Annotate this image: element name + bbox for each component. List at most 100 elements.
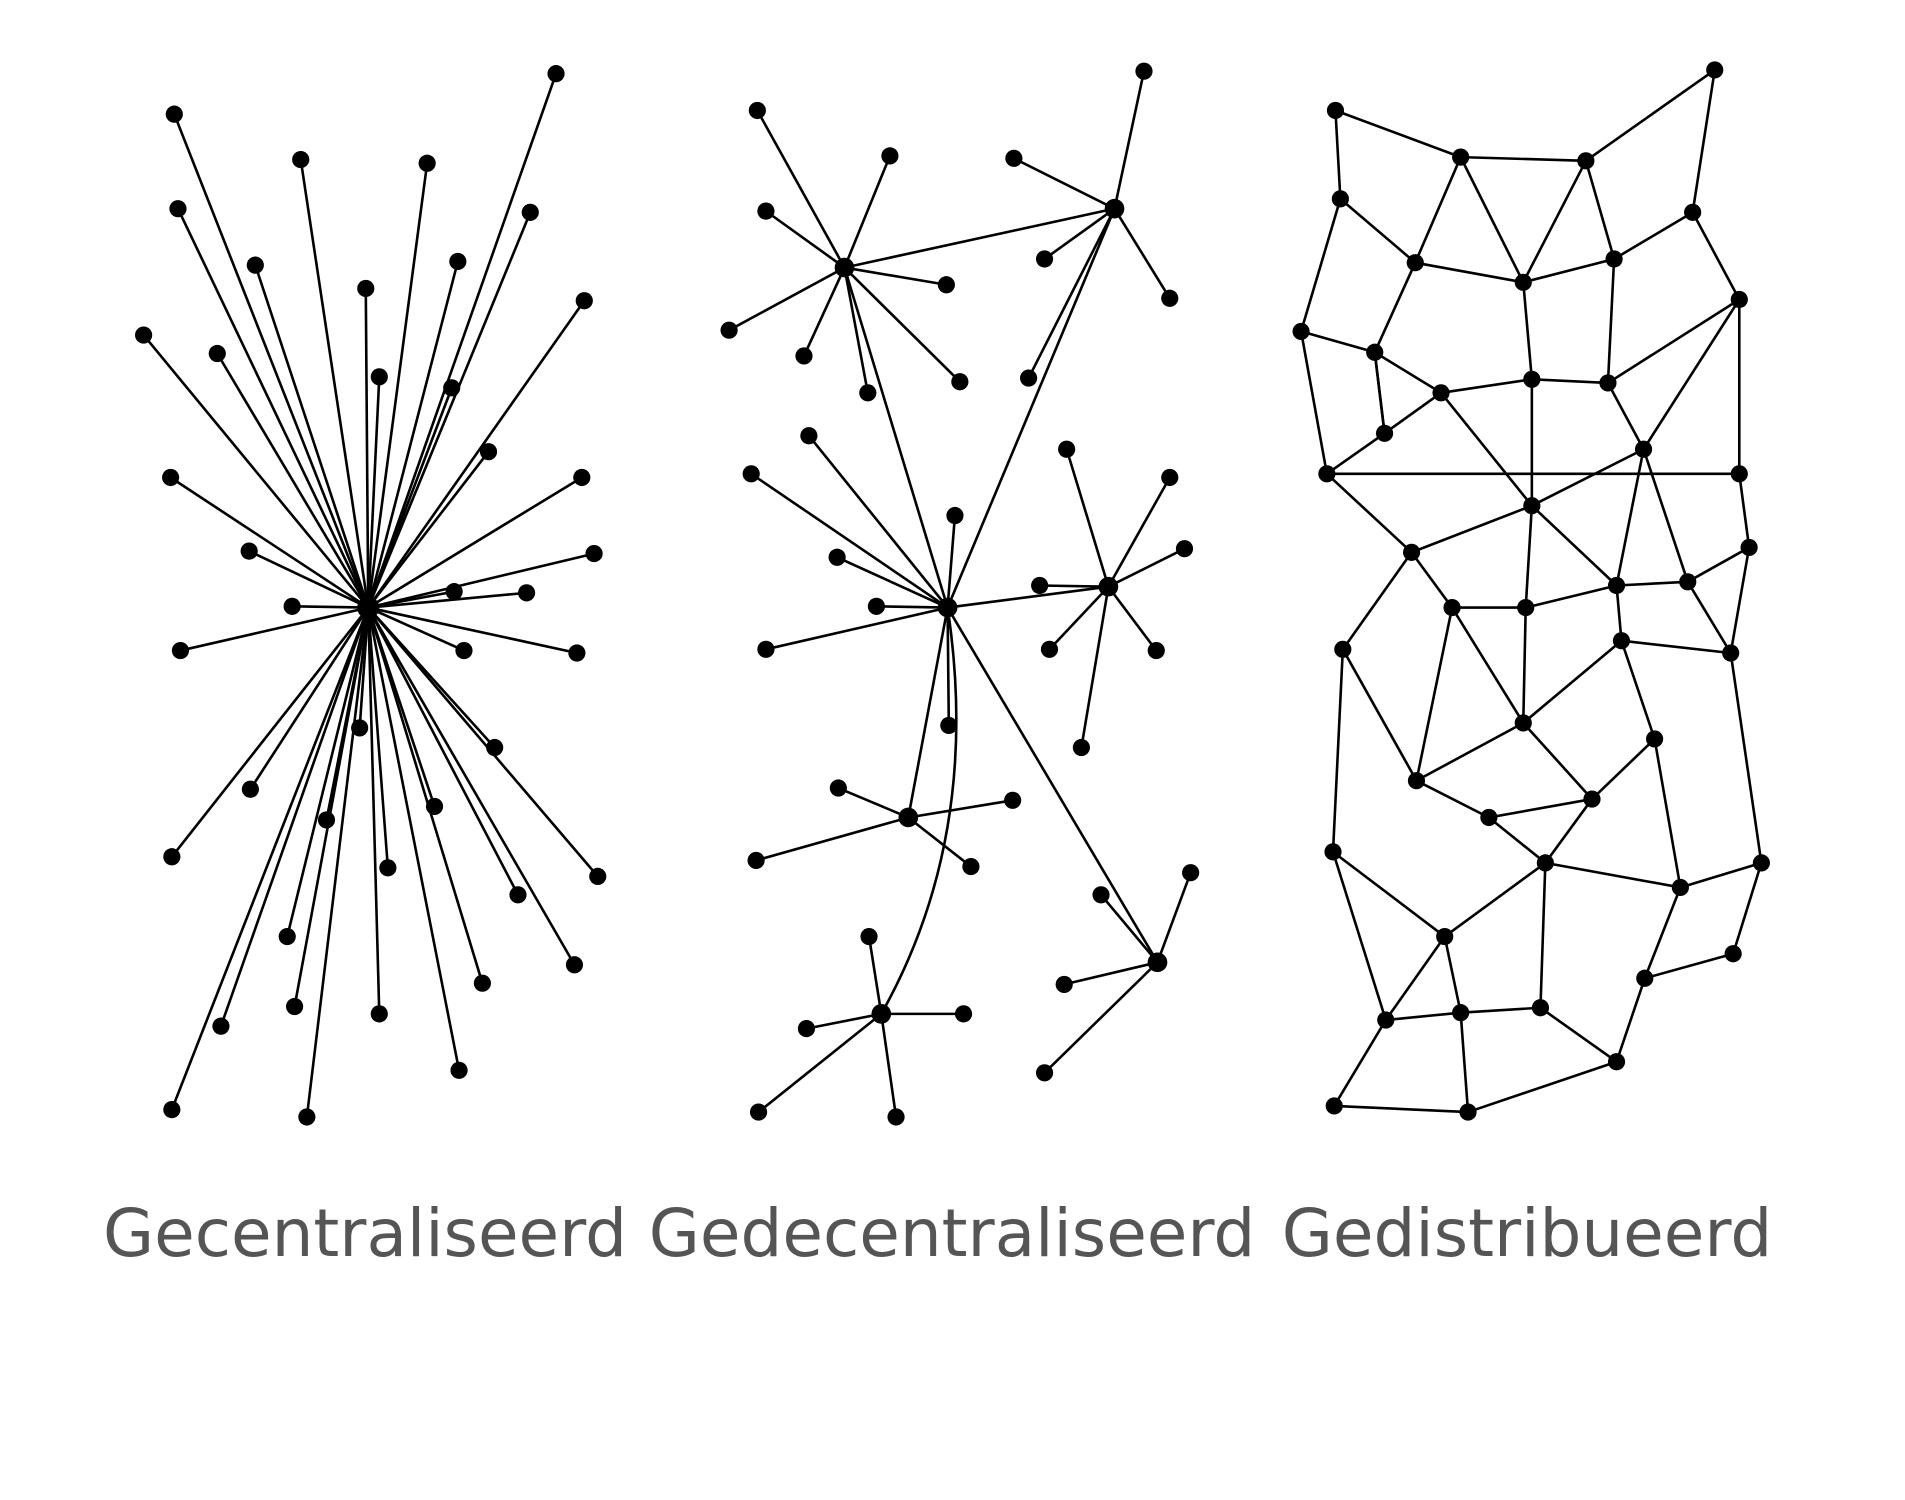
centralized-hub-node <box>357 596 380 619</box>
decentralized-leaf-node <box>800 427 818 445</box>
distributed-link <box>1615 585 1623 641</box>
decentralized-leaf-node <box>946 506 964 525</box>
decentralized-link <box>1063 961 1158 986</box>
distributed-link <box>1383 391 1442 435</box>
decentralized-link <box>756 109 846 269</box>
centralized-link <box>364 288 370 608</box>
centralized-leaf-node <box>317 811 336 829</box>
distributed-link <box>1334 110 1342 199</box>
centralized-leaf-node <box>509 886 527 904</box>
centralized-leaf-node <box>171 641 190 660</box>
centralized-leaf-node <box>455 641 473 660</box>
distributed-link <box>1333 1019 1387 1107</box>
centralized-link <box>216 352 370 609</box>
decentralized-leaf-node <box>1005 149 1023 167</box>
centralized-leaf-node <box>450 1061 468 1079</box>
decentralized-link <box>843 267 870 394</box>
decentralized-link <box>1065 448 1110 588</box>
decentralized-leaf-node <box>1175 540 1194 558</box>
decentralized-leaf-node <box>1031 576 1049 595</box>
decentralized-leaf-node <box>1058 440 1076 458</box>
decentralized-backbone-link <box>946 208 1116 609</box>
distributed-node <box>1536 854 1554 872</box>
decentralized-backbone-link <box>947 585 1109 609</box>
distributed-node <box>1377 1011 1395 1029</box>
distributed-node <box>1671 878 1689 897</box>
distributed-link <box>1299 331 1329 475</box>
decentralized-link <box>757 1012 883 1114</box>
distributed-link <box>1607 298 1740 385</box>
distributed-link <box>1531 377 1609 385</box>
distributed-node <box>1583 790 1601 808</box>
distributed-node <box>1325 1097 1343 1115</box>
centralized-leaf-node <box>547 65 565 83</box>
distributed-link <box>1653 738 1682 888</box>
centralized-leaf-node <box>162 468 180 487</box>
decentralized-backbone-link <box>907 607 949 818</box>
distributed-link <box>1530 504 1618 587</box>
decentralized-link <box>1048 585 1110 651</box>
distributed-link <box>1385 1011 1461 1022</box>
distributed-link <box>1467 1060 1617 1114</box>
distributed-node <box>1684 203 1702 221</box>
distributed-link <box>1488 797 1593 819</box>
distributed-node <box>1517 598 1535 617</box>
centralized-link <box>248 549 369 609</box>
distributed-link <box>1440 391 1533 507</box>
centralized-leaf-node <box>568 644 586 662</box>
centralized-leaf-node <box>425 797 444 816</box>
decentralized-leaf-node <box>829 779 847 797</box>
centralized-leaf-node <box>575 292 593 310</box>
distributed-link <box>1331 649 1345 852</box>
decentralized-leaf-node <box>797 1020 816 1038</box>
distributed-link <box>1373 352 1386 434</box>
decentralized-leaf-node <box>1020 369 1038 387</box>
distributed-node <box>1292 322 1310 341</box>
centralized-leaf-node <box>379 859 397 877</box>
distributed-node <box>1531 999 1550 1017</box>
distributed-node <box>1514 273 1532 291</box>
centralized-label: Gecentraliseerd <box>102 1195 628 1272</box>
decentralized-link <box>843 155 892 269</box>
distributed-link <box>1539 1006 1618 1063</box>
decentralized-link <box>844 266 947 287</box>
centralized-leaf-node <box>418 154 436 172</box>
distributed-link <box>1384 935 1446 1021</box>
distributed-link <box>1373 262 1417 353</box>
distributed-node <box>1706 61 1724 79</box>
distributed-node <box>1318 465 1336 483</box>
centralized-leaf-node <box>135 326 153 344</box>
distributed-node <box>1605 250 1623 268</box>
centralized-link <box>367 476 583 609</box>
distributed-node <box>1636 969 1654 987</box>
distributed-link <box>1738 473 1751 548</box>
decentralized-link <box>765 210 846 269</box>
centralized-link <box>293 607 370 1007</box>
centralized-leaf-node <box>241 780 259 798</box>
centralized-leaf-node <box>521 203 539 221</box>
centralized-link <box>367 211 532 609</box>
centralized-leaf-node <box>298 1108 316 1126</box>
decentralized-leaf-node <box>951 373 969 391</box>
decentralized-leaf-node <box>747 851 765 870</box>
centralized-link <box>367 606 599 878</box>
decentralized-hub-node <box>834 257 855 278</box>
distributed-link <box>1443 861 1547 938</box>
decentralized-link <box>755 816 909 862</box>
distributed-link <box>1591 737 1656 801</box>
distributed-link <box>1459 156 1525 283</box>
decentralized-leaf-node <box>1072 738 1090 757</box>
decentralized-link <box>946 515 957 608</box>
distributed-node <box>1452 1004 1470 1022</box>
decentralized-leaf-node <box>860 927 878 946</box>
centralized-link <box>367 606 576 966</box>
decentralized-leaf-node <box>1182 864 1200 882</box>
decentralized-link <box>1113 207 1171 299</box>
centralized-link <box>292 605 369 609</box>
distributed-link <box>1606 382 1645 450</box>
decentralized-link <box>907 816 972 868</box>
decentralized-leaf-node <box>757 202 775 220</box>
distributed-link <box>1606 258 1616 384</box>
distributed-link <box>1440 377 1533 395</box>
decentralized-link <box>806 1012 882 1030</box>
